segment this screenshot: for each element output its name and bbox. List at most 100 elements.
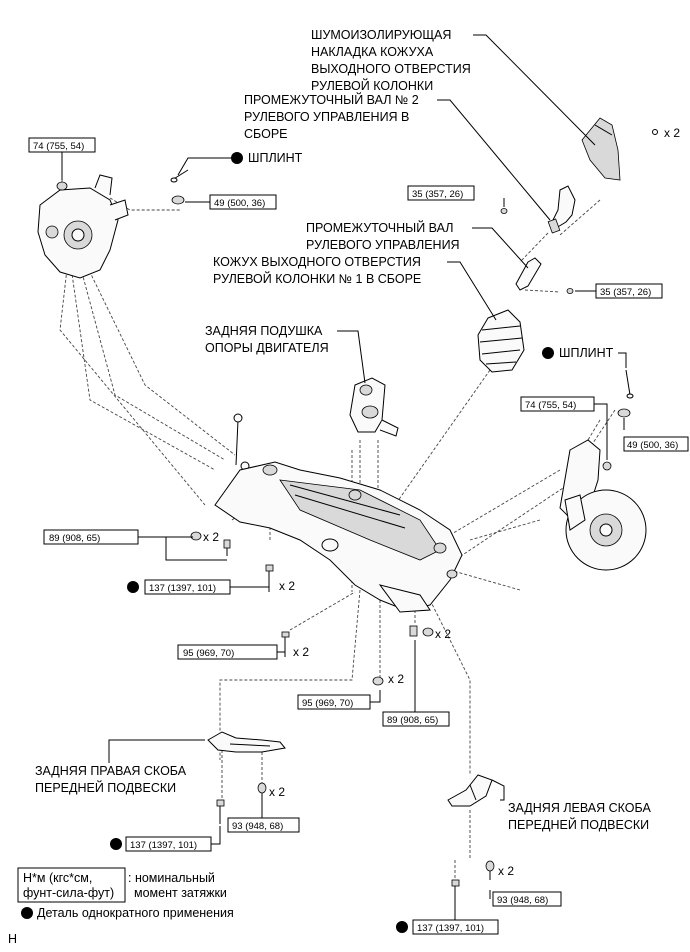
svg-text:95 (969, 70): 95 (969, 70) [302, 698, 353, 709]
bolt-89-left [190, 531, 231, 556]
legend: Н*м (кгс*см, фунт-сила-фут) : номинальны… [17, 867, 234, 920]
svg-text:ШПЛИНТ: ШПЛИНТ [248, 151, 303, 165]
svg-text:РУЛЕВОГО УПРАВЛЕНИЯ В: РУЛЕВОГО УПРАВЛЕНИЯ В [244, 110, 409, 124]
left-brace-part [447, 774, 493, 807]
torque-137-mid: 137 (1397, 101) [127, 579, 231, 595]
torque-95-b: 95 (969, 70) [297, 694, 371, 710]
qty-bolts-89-right: x 2 [435, 627, 451, 641]
intermediate-shaft-2-part [500, 185, 576, 234]
qty-bolts-93-right: x 2 [498, 864, 514, 878]
svg-text:СБОРЕ: СБОРЕ [244, 127, 288, 141]
nut-95-b [372, 676, 384, 686]
right-brace-part [207, 731, 286, 753]
label-intermediate-shaft-2: ПРОМЕЖУТОЧНЫЙ ВАЛ № 2 РУЛЕВОГО УПРАВЛЕНИ… [244, 92, 419, 141]
bolt-137-mid [265, 564, 274, 592]
svg-text:35 (357, 26): 35 (357, 26) [412, 189, 463, 200]
svg-text:35 (357, 26): 35 (357, 26) [600, 287, 651, 298]
torque-74-right: 74 (755, 54) [520, 396, 595, 412]
leader-lines [61, 34, 627, 926]
torque-74-left: 74 (755, 54) [28, 137, 96, 153]
label-cotter-pin-right: ШПЛИНТ [542, 346, 614, 360]
svg-text:ВЫХОДНОГО ОТВЕРСТИЯ: ВЫХОДНОГО ОТВЕРСТИЯ [311, 62, 471, 76]
svg-text:ШУМОИЗОЛИРУЮЩАЯ: ШУМОИЗОЛИРУЮЩАЯ [311, 28, 451, 42]
legend-unit-line2: фунт-сила-фут) [23, 886, 114, 900]
svg-text:ЗАДНЯЯ ПОДУШКА: ЗАДНЯЯ ПОДУШКА [205, 324, 323, 338]
qty-bolts-137-mid: x 2 [279, 579, 295, 593]
svg-text:РУЛЕВОГО УПРАВЛЕНИЯ: РУЛЕВОГО УПРАВЛЕНИЯ [306, 238, 460, 252]
svg-text:74 (755, 54): 74 (755, 54) [33, 141, 84, 152]
svg-text:137 (1397, 101): 137 (1397, 101) [417, 923, 484, 934]
footer-code: H [8, 932, 17, 946]
svg-text:НАКЛАДКА КОЖУХА: НАКЛАДКА КОЖУХА [311, 45, 434, 59]
svg-text:95 (969, 70): 95 (969, 70) [183, 648, 234, 659]
svg-text:ПРОМЕЖУТОЧНЫЙ ВАЛ: ПРОМЕЖУТОЧНЫЙ ВАЛ [306, 220, 453, 235]
label-intermediate-shaft: ПРОМЕЖУТОЧНЫЙ ВАЛ РУЛЕВОГО УПРАВЛЕНИЯ [306, 220, 460, 252]
right-cotter-pin [625, 369, 634, 399]
label-hole-cover: КОЖУХ ВЫХОДНОГО ОТВЕРСТИЯ РУЛЕВОЙ КОЛОНК… [213, 255, 421, 286]
torque-89-right: 89 (908, 65) [382, 711, 450, 727]
svg-text:ЗАДНЯЯ ЛЕВАЯ СКОБА: ЗАДНЯЯ ЛЕВАЯ СКОБА [508, 801, 651, 815]
qty-bolts-89-left: x 2 [203, 530, 219, 544]
bolt-137-left [216, 799, 225, 824]
torque-49-left: 49 (500, 36) [209, 194, 277, 210]
svg-text:РУЛЕВОЙ КОЛОНКИ № 1 В СБОРЕ: РУЛЕВОЙ КОЛОНКИ № 1 В СБОРЕ [213, 271, 421, 286]
quantity-labels: x 2 x 2 x 2 x 2 x 2 x 2 x 2 x 2 [203, 126, 680, 878]
svg-text:49 (500, 36): 49 (500, 36) [627, 440, 678, 451]
svg-text:137 (1397, 101): 137 (1397, 101) [130, 840, 197, 851]
svg-text:89 (908, 65): 89 (908, 65) [387, 715, 438, 726]
engine-mount-part [349, 377, 399, 437]
svg-text:ПЕРЕДНЕЙ ПОДВЕСКИ: ПЕРЕДНЕЙ ПОДВЕСКИ [35, 780, 176, 795]
label-cotter-pin-left: ШПЛИНТ [231, 151, 303, 165]
svg-text:КОЖУХ ВЫХОДНОГО ОТВЕРСТИЯ: КОЖУХ ВЫХОДНОГО ОТВЕРСТИЯ [213, 255, 421, 269]
svg-text:137 (1397, 101): 137 (1397, 101) [149, 583, 216, 594]
svg-text:РУЛЕВОЙ КОЛОНКИ: РУЛЕВОЙ КОЛОНКИ [311, 78, 433, 93]
left-cotter-pin [170, 169, 189, 183]
bolt-93-left [257, 782, 267, 800]
torque-89-left: 89 (908, 65) [43, 529, 139, 545]
bolts [190, 531, 495, 910]
torque-93-right: 93 (948, 68) [492, 891, 562, 907]
torque-35-lower: 35 (357, 26) [595, 283, 663, 299]
torque-137-left: 137 (1397, 101) [110, 836, 212, 852]
svg-text:93 (948, 68): 93 (948, 68) [497, 895, 548, 906]
legend-desc-line2: момент затяжки [134, 886, 227, 900]
legend-nonreusable: Деталь однократного применения [37, 906, 234, 920]
right-castle-nut [617, 408, 631, 418]
silencer-cover-part [581, 117, 658, 181]
svg-text:ПРОМЕЖУТОЧНЫЙ ВАЛ № 2: ПРОМЕЖУТОЧНЫЙ ВАЛ № 2 [244, 92, 419, 107]
left-castle-nut [171, 195, 185, 205]
bolt-95-a [281, 631, 290, 657]
hole-cover-part [477, 309, 525, 373]
svg-text:ОПОРЫ ДВИГАТЕЛЯ: ОПОРЫ ДВИГАТЕЛЯ [205, 341, 329, 355]
torque-49-right: 49 (500, 36) [623, 436, 689, 452]
bolt-89-right [409, 625, 434, 637]
torque-95-a: 95 (969, 70) [177, 644, 278, 660]
svg-text:49 (500, 36): 49 (500, 36) [214, 198, 265, 209]
qty-bolts-93-left: x 2 [269, 785, 285, 799]
bolt-137-right [451, 879, 460, 910]
label-right-brace: ЗАДНЯЯ ПРАВАЯ СКОБА ПЕРЕДНЕЙ ПОДВЕСКИ [35, 764, 187, 795]
intermediate-shaft-part [515, 257, 574, 294]
left-steering-knuckle [37, 174, 129, 279]
crossmember-part [214, 461, 463, 613]
torque-137-right: 137 (1397, 101) [396, 919, 499, 935]
svg-text:89 (908, 65): 89 (908, 65) [49, 533, 100, 544]
svg-text:93 (948, 68): 93 (948, 68) [232, 821, 283, 832]
qty-bolts-95-a: x 2 [293, 645, 309, 659]
label-left-brace: ЗАДНЯЯ ЛЕВАЯ СКОБА ПЕРЕДНЕЙ ПОДВЕСКИ [508, 801, 651, 832]
legend-desc-line1: : номинальный [128, 871, 215, 885]
right-knuckle-disc [559, 439, 647, 571]
svg-text:ПЕРЕДНЕЙ ПОДВЕСКИ: ПЕРЕДНЕЙ ПОДВЕСКИ [508, 817, 649, 832]
legend-unit-line1: Н*м (кгс*см, [23, 871, 92, 885]
bolt-93-right [485, 860, 495, 880]
svg-text:ШПЛИНТ: ШПЛИНТ [559, 346, 614, 360]
torque-93-left: 93 (948, 68) [227, 817, 300, 833]
qty-bolts-95-b: x 2 [388, 672, 404, 686]
label-engine-mount: ЗАДНЯЯ ПОДУШКА ОПОРЫ ДВИГАТЕЛЯ [205, 324, 329, 355]
qty-screws-cover: x 2 [664, 126, 680, 140]
svg-text:ЗАДНЯЯ ПРАВАЯ СКОБА: ЗАДНЯЯ ПРАВАЯ СКОБА [35, 764, 187, 778]
label-silencer-cover: ШУМОИЗОЛИРУЮЩАЯ НАКЛАДКА КОЖУХА ВЫХОДНОГ… [311, 28, 471, 93]
svg-text:74 (755, 54): 74 (755, 54) [525, 400, 576, 411]
torque-35-upper: 35 (357, 26) [407, 185, 475, 201]
